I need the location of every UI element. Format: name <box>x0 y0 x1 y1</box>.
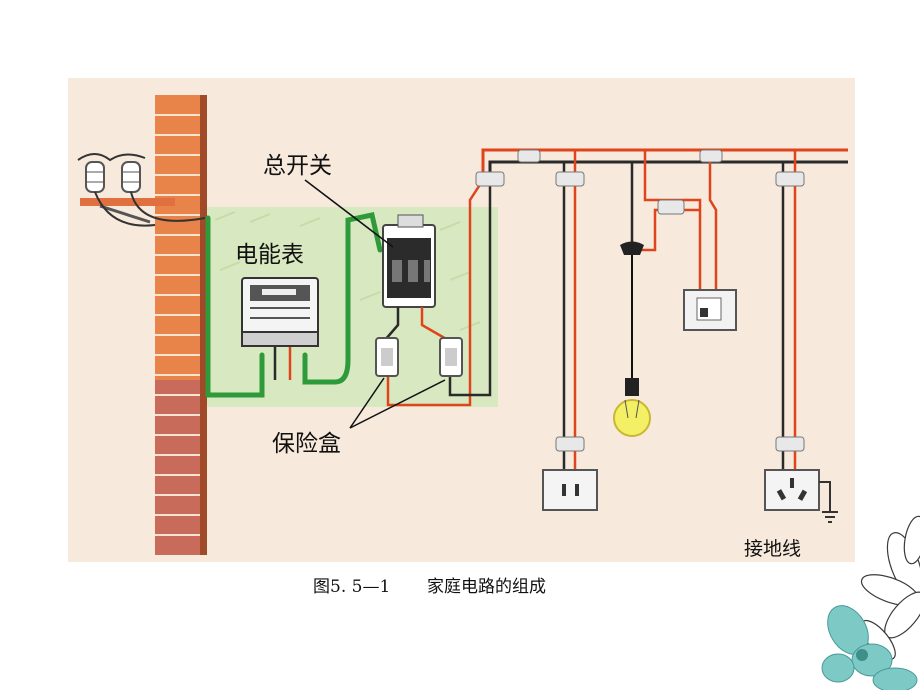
fuse-box-label: 保险盒 <box>272 431 341 457</box>
ground-symbol <box>819 481 838 523</box>
green-service-wires <box>205 212 383 398</box>
fuse-box-left <box>375 337 399 377</box>
meter-output-wires <box>273 345 292 380</box>
electricity-meter <box>241 277 319 347</box>
insulator-right <box>121 161 141 193</box>
figure-number: 图5. 5—1 <box>313 577 390 597</box>
socket-left <box>542 469 598 511</box>
light-bulb <box>613 378 651 437</box>
figure-title: 家庭电路的组成 <box>427 577 546 597</box>
main-switch-label: 总开关 <box>263 153 332 179</box>
brick-wall <box>155 95 207 555</box>
main-switch <box>382 214 436 308</box>
ceiling-rose <box>620 241 644 255</box>
wire-clips <box>475 149 805 452</box>
branch-socket-2 <box>781 150 797 470</box>
switch-to-fuse-wires <box>384 179 492 407</box>
branch-socket-1 <box>562 150 577 470</box>
wall-switch <box>683 289 737 331</box>
fuse-box-right <box>439 337 463 377</box>
label-pointers <box>304 179 446 429</box>
socket-right <box>764 469 820 511</box>
insulator-left <box>85 161 105 193</box>
meter-label: 电能表 <box>235 242 304 268</box>
ground-wire-label: 接地线 <box>744 538 801 560</box>
decorative-flower-icon <box>821 515 920 690</box>
service-bracket <box>77 153 206 227</box>
